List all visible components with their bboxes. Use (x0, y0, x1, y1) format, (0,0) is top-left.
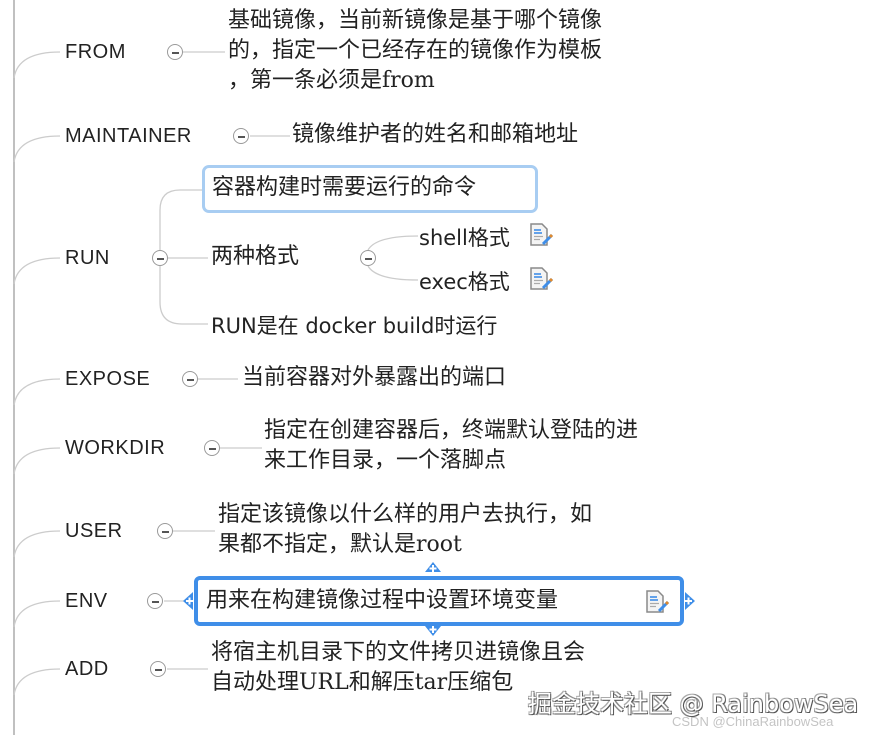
node-exec-format[interactable]: exec格式 (419, 270, 510, 294)
node-user[interactable]: USER (65, 520, 123, 542)
description-line: 果都不指定，默认是root (218, 532, 462, 557)
collapse-toggle-env[interactable] (147, 593, 163, 609)
selected-node-run-command[interactable]: 容器构建时需要运行的命令 (202, 165, 538, 213)
node-maintainer[interactable]: MAINTAINER (65, 125, 192, 147)
collapse-toggle-two-formats[interactable] (360, 250, 376, 266)
node-label: 用来在构建镜像过程中设置环境变量 (206, 588, 559, 613)
add-parent-icon[interactable] (179, 591, 199, 611)
node-user-description[interactable]: 指定该镜像以什么样的用户去执行，如 果都不指定，默认是root (218, 500, 592, 560)
collapse-toggle-maintainer[interactable] (233, 128, 249, 144)
description-line: 基础镜像，当前新镜像是基于哪个镜像 (228, 8, 603, 33)
note-icon[interactable] (528, 222, 554, 248)
node-maintainer-description[interactable]: 镜像维护者的姓名和邮箱地址 (292, 122, 579, 147)
description-line: 来工作目录，一个落脚点 (264, 448, 507, 473)
node-label: 容器构建时需要运行的命令 (212, 175, 477, 200)
collapse-toggle-from[interactable] (167, 44, 183, 60)
collapse-toggle-add[interactable] (150, 661, 166, 677)
node-shell-format[interactable]: shell格式 (419, 226, 510, 250)
node-run[interactable]: RUN (65, 247, 110, 269)
focused-node-env-description[interactable]: 用来在构建镜像过程中设置环境变量 (194, 576, 684, 626)
description-line: 指定该镜像以什么样的用户去执行，如 (218, 502, 593, 527)
description-line: 将宿主机目录下的文件拷贝进镜像且会 (211, 640, 586, 665)
add-sibling-above-icon[interactable] (423, 558, 443, 578)
node-workdir[interactable]: WORKDIR (65, 437, 166, 459)
note-icon[interactable] (644, 589, 670, 615)
collapse-toggle-workdir[interactable] (204, 440, 220, 456)
description-line: 自动处理URL和解压tar压缩包 (211, 670, 514, 695)
collapse-toggle-run[interactable] (152, 250, 168, 266)
description-line: 的，指定一个已经存在的镜像作为模板 (228, 38, 603, 63)
watermark-primary: 掘金技术社区 @ RainbowSea (528, 690, 859, 718)
node-add-description[interactable]: 将宿主机目录下的文件拷贝进镜像且会 自动处理URL和解压tar压缩包 (211, 638, 585, 698)
node-run-build-time[interactable]: RUN是在 docker build时运行 (211, 314, 498, 338)
description-line: ，第一条必须是from (228, 68, 435, 93)
collapse-toggle-expose[interactable] (182, 371, 198, 387)
collapse-toggle-user[interactable] (157, 523, 173, 539)
node-two-formats[interactable]: 两种格式 (211, 244, 300, 269)
note-icon[interactable] (528, 266, 554, 292)
description-line: 指定在创建容器后，终端默认登陆的进 (264, 418, 639, 443)
node-expose-description[interactable]: 当前容器对外暴露出的端口 (242, 365, 507, 390)
add-child-icon[interactable] (679, 591, 699, 611)
watermark-secondary: CSDN @ChinaRainbowSea (672, 714, 834, 729)
node-add[interactable]: ADD (65, 658, 109, 680)
node-expose[interactable]: EXPOSE (65, 368, 151, 390)
node-env[interactable]: ENV (65, 590, 108, 612)
add-sibling-below-icon[interactable] (423, 620, 443, 640)
node-from-description[interactable]: 基础镜像，当前新镜像是基于哪个镜像 的，指定一个已经存在的镜像作为模板 ，第一条… (228, 6, 602, 96)
node-workdir-description[interactable]: 指定在创建容器后，终端默认登陆的进 来工作目录，一个落脚点 (264, 416, 638, 476)
node-from[interactable]: FROM (65, 41, 126, 63)
